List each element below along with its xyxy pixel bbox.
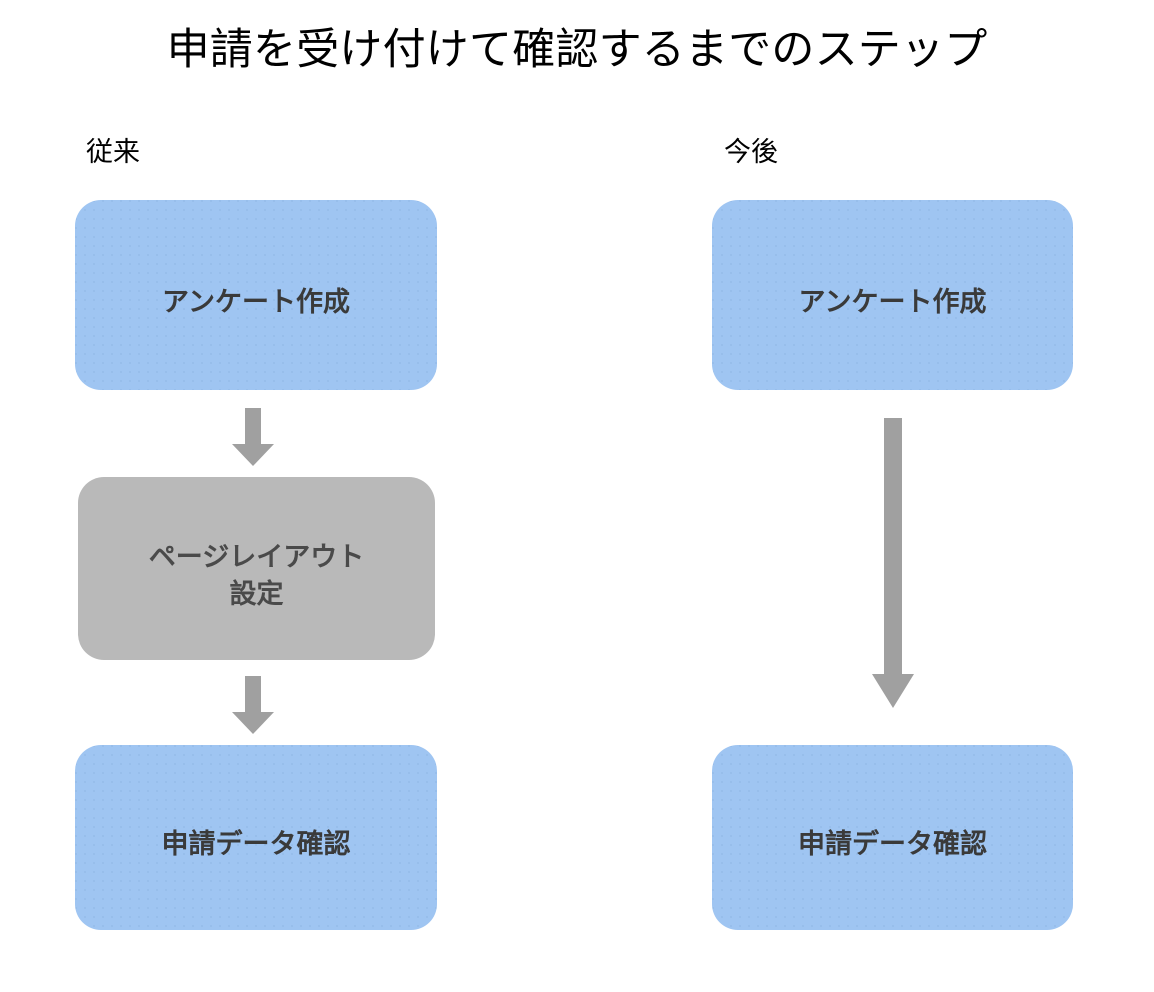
page-title: 申請を受け付けて確認するまでのステップ <box>166 26 988 74</box>
arrow-down-before-2 <box>232 676 274 734</box>
arrow-down-icon <box>872 418 914 708</box>
process-node-before-survey-creation[interactable]: アンケート作成 <box>75 200 437 390</box>
arrow-down-icon <box>232 408 274 466</box>
column-caption-after: 今後 <box>724 137 778 167</box>
process-node-after-application-data-check[interactable]: 申請データ確認 <box>712 745 1073 930</box>
arrow-down-after-1 <box>872 418 914 708</box>
arrow-down-icon <box>232 676 274 734</box>
process-node-before-application-data-check[interactable]: 申請データ確認 <box>75 745 437 930</box>
process-node-after-survey-creation[interactable]: アンケート作成 <box>712 200 1073 390</box>
column-caption-before: 従来 <box>86 137 140 167</box>
arrow-down-before-1 <box>232 408 274 466</box>
process-node-before-page-layout-settings[interactable]: ページレイアウト 設定 <box>78 477 435 660</box>
